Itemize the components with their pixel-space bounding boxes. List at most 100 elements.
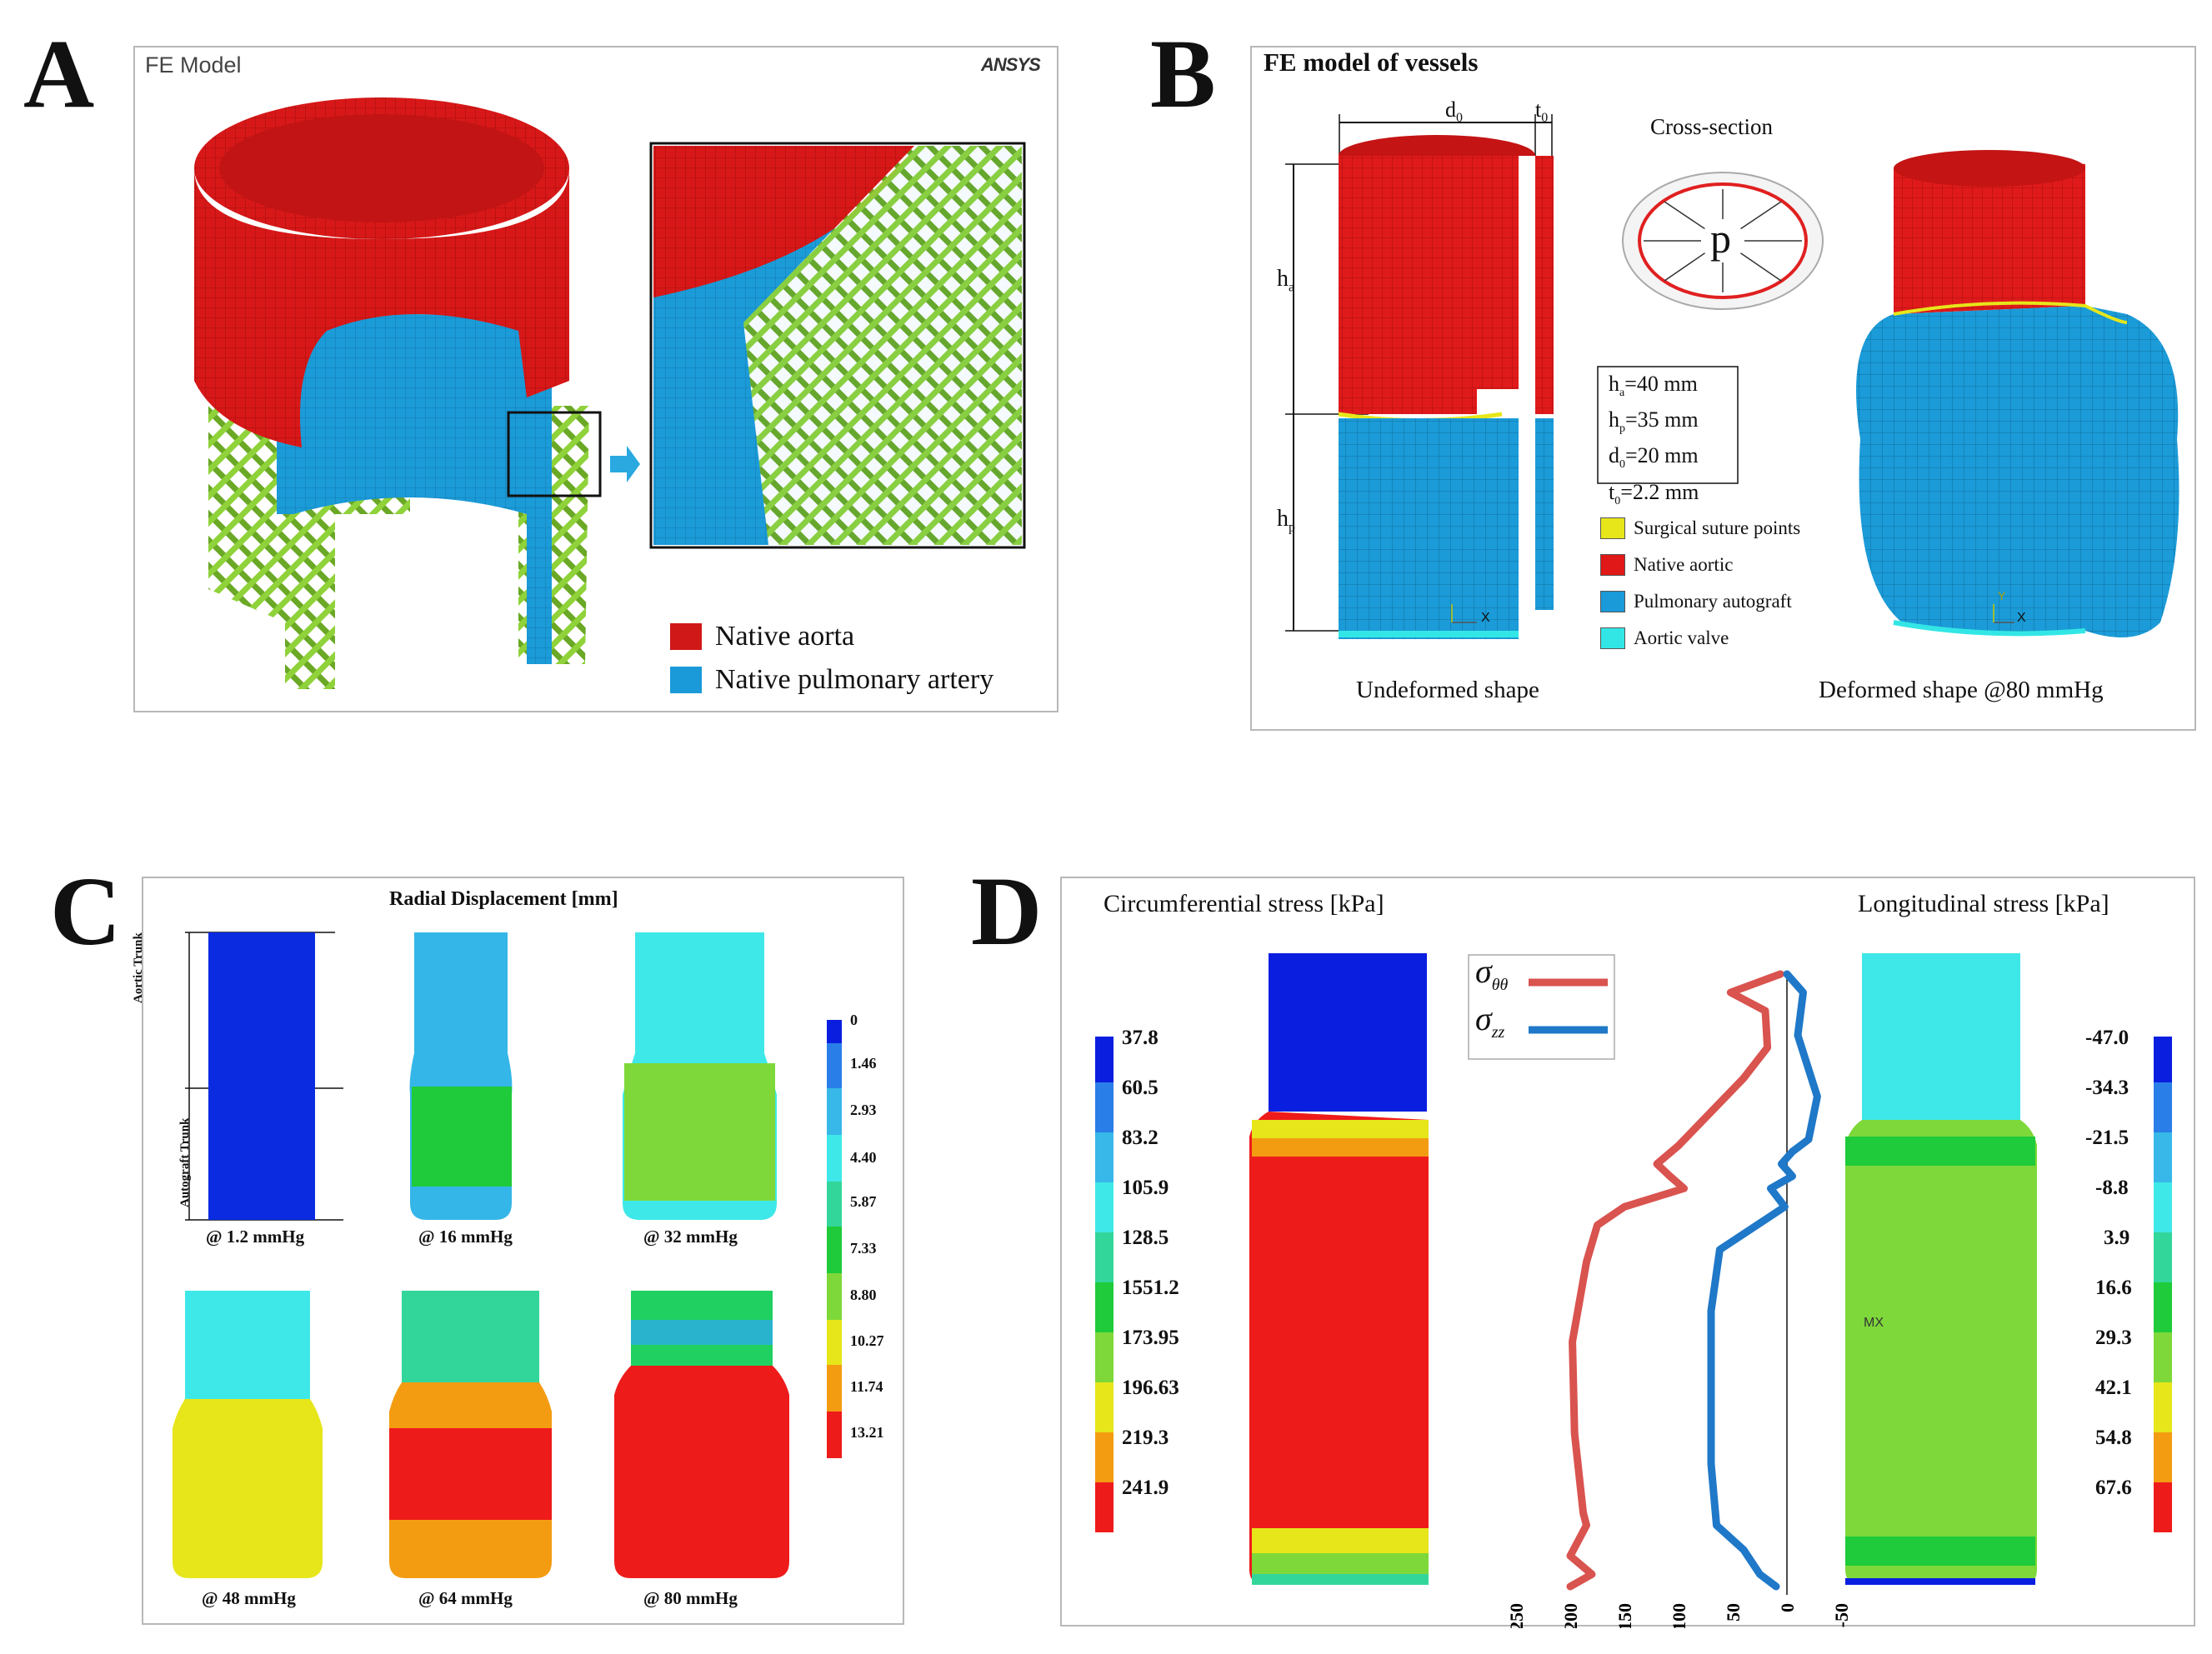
right-tick: -21.5 [2085, 1127, 2129, 1149]
vessel-1-2-mmhg [208, 932, 315, 1220]
panel-c: Radial Displacement [mm] [132, 877, 904, 1625]
mx-label: MX [1864, 1316, 1884, 1330]
deformed-suture-line [1893, 301, 2128, 324]
colorbar-c-tick: 10.27 [850, 1332, 884, 1349]
axis-label-y-right: Y [1998, 589, 2006, 602]
legend-sigma-zz: σzz [1475, 1000, 1505, 1042]
colorbar-c-tick: 1.46 [850, 1055, 877, 1072]
panel-d: Circumferential stress [kPa] Longitudina… [1060, 877, 2195, 1628]
legend-swatch-aorta [670, 623, 702, 650]
left-tick: 241.9 [1122, 1477, 1169, 1499]
vessel-4-48-mmhg [173, 1399, 323, 1578]
panel-b: FE model of vessels [1250, 46, 2196, 731]
right-tick: 42.1 [2095, 1377, 2132, 1399]
stress-legend-box [1468, 954, 1615, 1060]
right-tick: 16.6 [2095, 1277, 2132, 1299]
caption-deformed: Deformed shape @80 mmHg [1819, 677, 2104, 703]
legend-suture: Surgical suture points [1600, 510, 1800, 547]
inset-graft [743, 146, 1022, 545]
dim-ha: ha [1277, 266, 1295, 295]
legend-native-pulmonary: Native pulmonary artery [670, 664, 993, 696]
right-tick: 67.6 [2095, 1477, 2132, 1499]
colorbar-c-tick: 2.93 [850, 1102, 877, 1118]
legend-sigma-theta: σθθ [1475, 952, 1509, 994]
panel-b-legend: Surgical suture points Native aortic Pul… [1600, 510, 1800, 657]
left-tick: 173.95 [1122, 1327, 1179, 1349]
side-label-autograft-trunk: Autograft Trunk [178, 1117, 192, 1207]
panel-c-title: Radial Displacement [mm] [389, 888, 618, 910]
param-list: ha=40 mm hp=35 mm d0=20 mm t0=2.2 mm [1609, 371, 1699, 515]
panel-letter-a: A [23, 19, 95, 128]
legend-native-aorta: Native aorta [670, 621, 854, 652]
x-tick-label: 100 [1669, 1603, 1689, 1628]
undeformed-pulmonary [1339, 418, 1519, 639]
panel-a-divider [638, 47, 647, 711]
longitudinal-stress-map [1845, 1120, 2037, 1585]
zoom-indicator [507, 411, 602, 497]
x-tick-label: 150 [1614, 1603, 1635, 1628]
pressure-label-1: @ 1.2 mmHg [206, 1227, 305, 1247]
vessel-5-64-mmhg [389, 1428, 552, 1520]
vessel-6-80-mmhg [614, 1366, 789, 1578]
right-tick: -34.3 [2085, 1077, 2129, 1099]
undeformed-aortic [1339, 156, 1535, 414]
pressure-symbol: p [1710, 215, 1731, 262]
colorbar-c-tick: 11.74 [850, 1378, 883, 1395]
panel-letter-b: B [1150, 19, 1216, 128]
x-tick-label: 250 [1506, 1603, 1527, 1628]
dim-hp: hp [1277, 506, 1295, 535]
zoom-arrow [610, 446, 640, 482]
pressure-label-6: @ 80 mmHg [643, 1588, 738, 1608]
left-tick: 37.8 [1122, 1027, 1159, 1049]
colorbar-c-tick: 0 [850, 1012, 858, 1028]
circumferential-stress-map [1252, 1528, 1429, 1553]
vessel-3-32-mmhg [624, 1063, 775, 1201]
right-tick: 3.9 [2104, 1227, 2130, 1249]
left-tick: 1551.2 [1122, 1277, 1179, 1299]
x-tick-label: 0 [1777, 1603, 1798, 1612]
ansys-logo: ANSYS [981, 54, 1041, 75]
legend-swatch-pulmonary [670, 667, 702, 693]
x-tick-label: 50 [1723, 1603, 1744, 1622]
left-tick: 105.9 [1122, 1177, 1169, 1199]
dim-t0: t0 [1535, 97, 1549, 126]
legend-aortic-valve: Aortic valve [1600, 620, 1800, 657]
axis-label-x-right: X [2017, 611, 2026, 625]
colorbar-c-tick: 5.87 [850, 1193, 877, 1210]
pressure-label-4: @ 48 mmHg [202, 1588, 296, 1608]
param-d0: d0=20 mm [1609, 443, 1699, 472]
panel-b-title: FE model of vessels [1264, 47, 1479, 77]
series-line-sigma-theta [1566, 970, 1784, 1591]
left-tick: 128.5 [1122, 1227, 1169, 1249]
stress-maps [1095, 953, 2172, 1585]
panel-a: FE Model ANSYS [133, 46, 1058, 712]
param-hp: hp=35 mm [1609, 407, 1699, 436]
inset-aorta [653, 146, 914, 297]
fe-model-illustration [194, 97, 1026, 689]
param-ha: ha=40 mm [1609, 372, 1698, 400]
series-line-sigma-zz [1707, 970, 1821, 1591]
side-label-aortic-trunk: Aortic Trunk [132, 932, 145, 1003]
colorbar-c-tick: 13.21 [850, 1424, 884, 1441]
panel-d-title-left: Circumferential stress [kPa] [1103, 890, 1384, 917]
x-tick-label: 200 [1560, 1603, 1581, 1628]
left-tick: 219.3 [1122, 1427, 1169, 1449]
right-tick: -8.8 [2095, 1177, 2129, 1199]
right-tick: 54.8 [2095, 1427, 2132, 1449]
pressure-label-3: @ 32 mmHg [643, 1227, 738, 1247]
pulmonary-cylinder [277, 314, 552, 664]
dim-d0: d0 [1445, 97, 1463, 126]
deformed-pulmonary [1856, 306, 2179, 637]
aorta-cylinder [194, 168, 569, 447]
left-tick: 60.5 [1122, 1077, 1159, 1099]
left-tick: 196.63 [1122, 1377, 1179, 1399]
colorbar-c-tick: 8.80 [850, 1287, 877, 1303]
caption-undeformed: Undeformed shape [1356, 677, 1539, 703]
vessel-model-illustration [1285, 114, 2179, 639]
param-t0: t0=2.2 mm [1609, 479, 1699, 507]
panel-d-title-right: Longitudinal stress [kPa] [1858, 890, 2109, 917]
right-tick: -47.0 [2085, 1027, 2129, 1049]
colorbar-c-tick: 7.33 [850, 1240, 877, 1257]
panel-a-title: FE Model [145, 52, 242, 77]
